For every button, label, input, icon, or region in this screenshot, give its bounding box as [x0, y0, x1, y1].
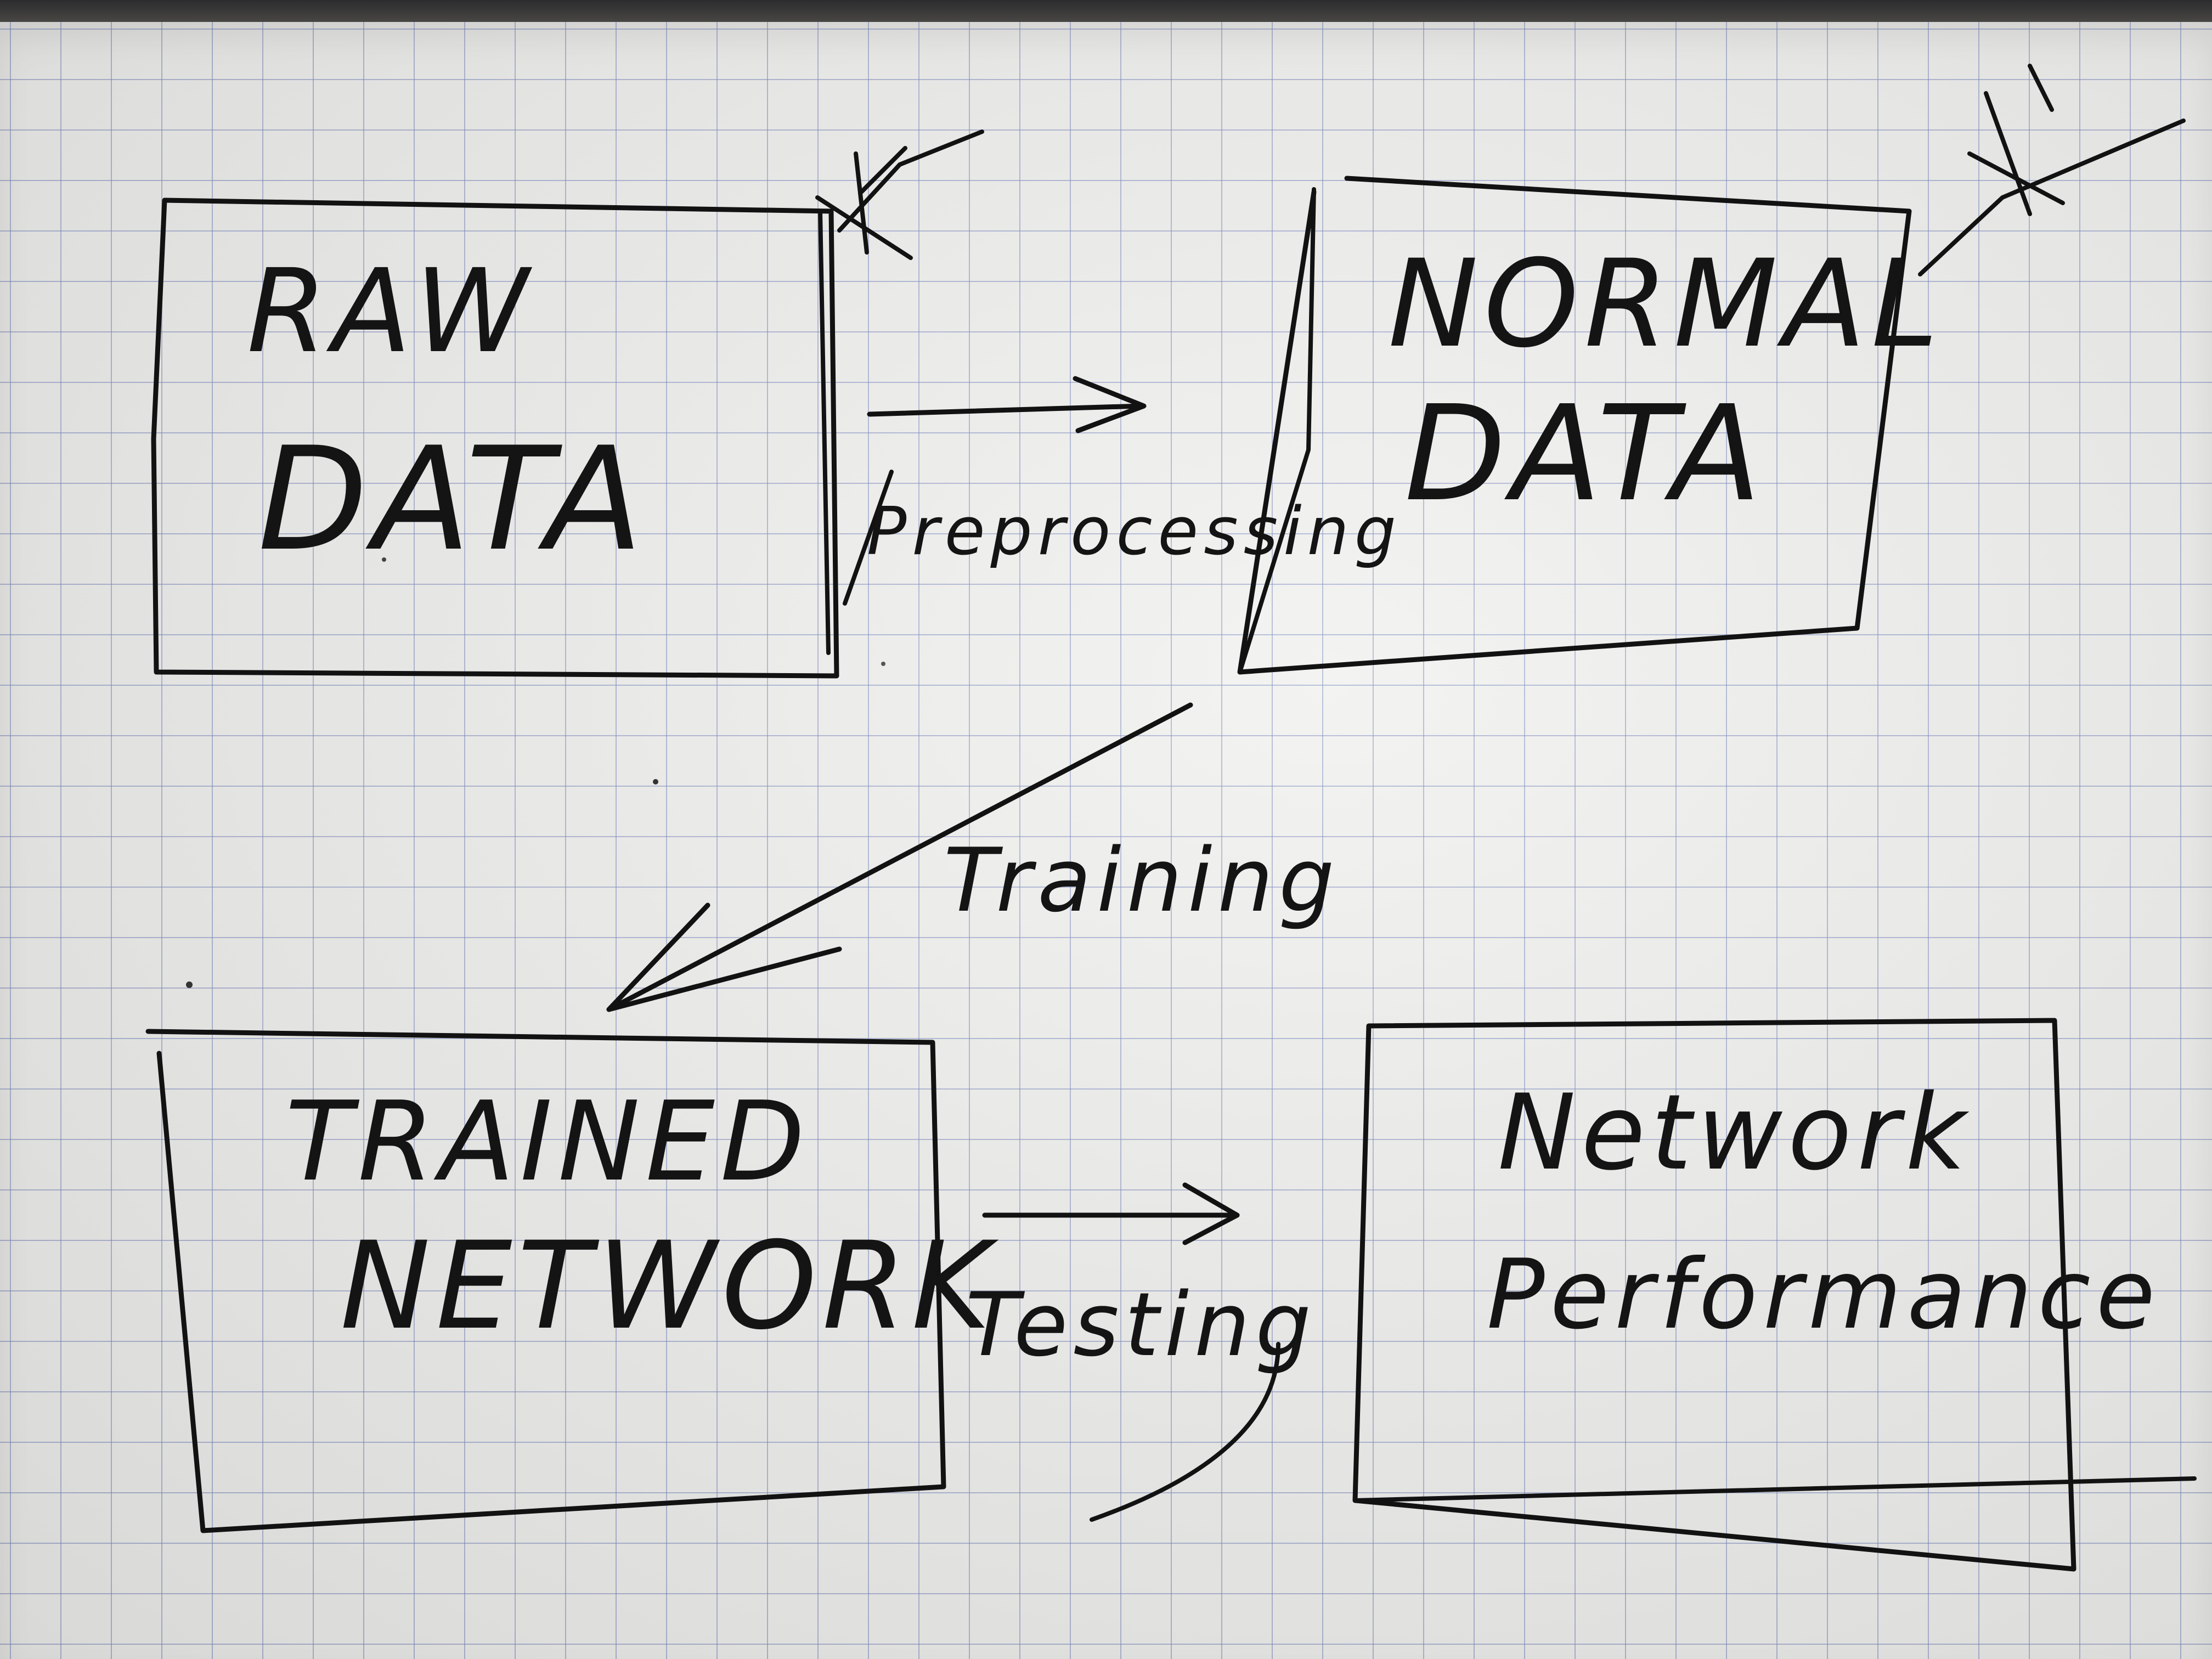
asterisk-mark-1	[815, 129, 984, 260]
paper-shading	[0, 22, 2212, 1659]
node-network-performance: Network Performance	[1352, 1018, 2197, 1572]
training-label: Training	[944, 829, 1340, 932]
edge-testing: Testing	[966, 1182, 1317, 1522]
normal-data-box-left-edge	[1238, 187, 1316, 674]
preprocessing-arrowhead	[1073, 376, 1147, 433]
training-arrow-shaft	[606, 702, 1193, 1012]
asterisk-mark-2	[1918, 64, 2186, 276]
edge-preprocessing: Preprocessing	[843, 376, 1402, 606]
raw-data-label-line1: RAW	[247, 244, 534, 379]
trained-network-label-line1: TRAINED	[285, 1078, 810, 1206]
edge-training: Training	[606, 702, 1340, 1012]
normal-data-label-line1: NORMAL	[1388, 234, 1944, 374]
raw-data-box-right-edge	[818, 209, 831, 655]
raw-data-box-outline	[151, 198, 839, 679]
normal-data-label-line2: DATA	[1404, 377, 1767, 531]
node-trained-network: TRAINED NETWORK	[145, 1029, 999, 1533]
raw-data-label-line2: DATA	[258, 417, 648, 583]
trained-network-box-outline	[145, 1029, 946, 1533]
normal-data-box-outline	[1237, 176, 1912, 675]
training-arrowhead	[606, 902, 842, 1012]
preprocessing-arrow-shaft	[867, 403, 1144, 417]
node-raw-data: RAW DATA	[151, 198, 839, 679]
node-normal-data: NORMAL DATA	[1237, 176, 1944, 675]
pencil-specks	[186, 557, 885, 988]
testing-label: Testing	[966, 1273, 1317, 1376]
preprocessing-tick-mark	[843, 470, 894, 606]
network-performance-box-outline	[1352, 1018, 2076, 1572]
network-performance-box-bottom	[1353, 1476, 2197, 1503]
testing-arrowhead	[1182, 1182, 1240, 1245]
trained-network-label-line2: NETWORK	[340, 1216, 999, 1356]
network-performance-label-line1: Network	[1498, 1072, 1971, 1193]
network-performance-label-line2: Performance	[1487, 1239, 2160, 1351]
graph-paper-sheet	[0, 22, 2212, 1659]
preprocessing-label: Preprocessing	[867, 494, 1402, 570]
testing-tail	[1090, 1342, 1280, 1522]
